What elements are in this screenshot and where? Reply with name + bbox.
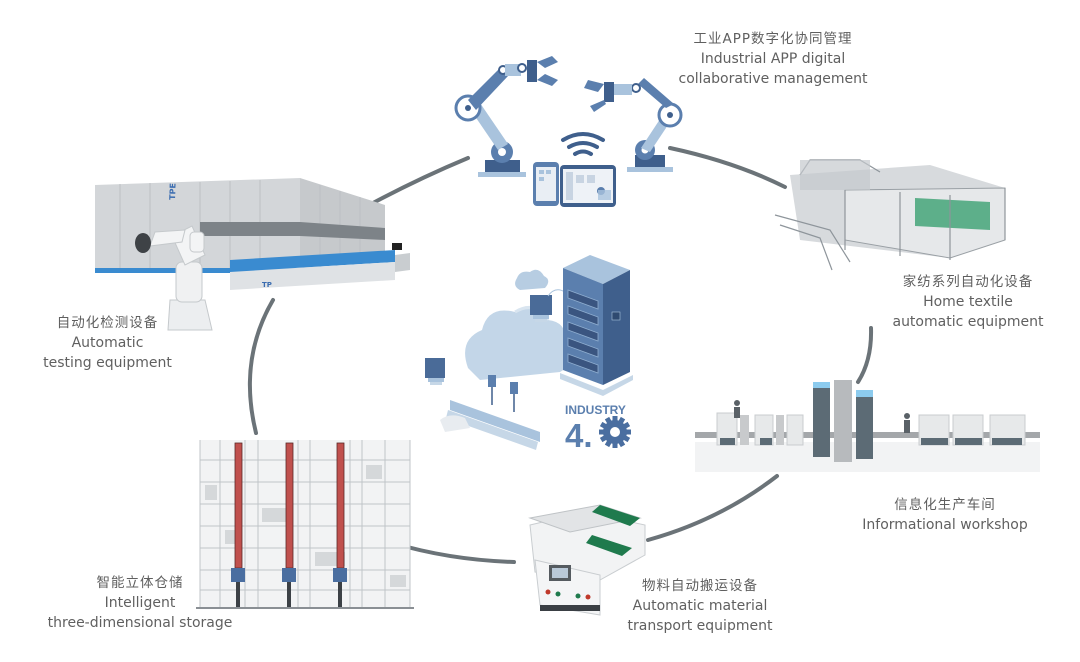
- arc-transport-to-storage: [391, 541, 516, 564]
- node-label-testing: 自动化检测设备 Automatic testing equipment: [25, 313, 190, 373]
- node-label-zh: 物料自动搬运设备: [642, 578, 758, 594]
- node-label-en: Automatic material: [632, 598, 768, 614]
- node-label-en: collaborative management: [678, 71, 868, 87]
- robot-arm-left-icon: [454, 56, 558, 177]
- node-label-en: automatic equipment: [892, 314, 1044, 330]
- arc-storage-to-testing: [247, 298, 275, 435]
- storage-rack-photo: [196, 440, 414, 609]
- node-label-storage: 智能立体仓储 Intelligent three-dimensional sto…: [35, 573, 245, 633]
- node-label-zh: 工业APP数字化协同管理: [693, 31, 853, 47]
- textile-machine-photo: [774, 159, 1006, 271]
- material-transport-machine-photo: [528, 504, 646, 616]
- cloud-icon: [465, 269, 571, 380]
- node-label-zh: 信息化生产车间: [894, 497, 996, 513]
- testing-line-robot-photo: TPE TP: [95, 178, 410, 331]
- node-label-workshop: 信息化生产车间 Informational workshop: [850, 495, 1040, 535]
- node-label-en: testing equipment: [43, 355, 172, 371]
- industry-title: INDUSTRY: [565, 403, 626, 417]
- worker-icon: [734, 400, 910, 433]
- node-label-zh: 家纺系列自动化设备: [902, 274, 1034, 290]
- node-label-app: 工业APP数字化协同管理 Industrial APP digital coll…: [658, 29, 888, 89]
- gear-icon: [599, 416, 631, 448]
- arc-textile-to-workshop: [856, 326, 874, 384]
- node-label-zh: 智能立体仓储: [96, 575, 184, 591]
- wifi-icon: [561, 132, 605, 156]
- node-label-en: transport equipment: [627, 618, 773, 634]
- cube-node-icon: [425, 289, 566, 385]
- node-label-en: Intelligent: [104, 595, 176, 611]
- node-label-en: Automatic: [71, 335, 144, 351]
- node-label-zh: 自动化检测设备: [56, 315, 159, 331]
- node-label-textile: 家纺系列自动化设备 Home textile automatic equipme…: [878, 272, 1058, 332]
- arc-app-to-textile: [668, 146, 787, 189]
- industry-4-illustration: INDUSTRY 4.: [425, 255, 633, 454]
- tablet-phone-icon: [533, 162, 616, 207]
- node-label-en: three-dimensional storage: [47, 615, 233, 631]
- arc-workshop-to-transport: [646, 474, 779, 542]
- node-label-en: Informational workshop: [862, 517, 1028, 533]
- robot-arm-right-icon: [584, 78, 683, 172]
- node-label-en: Home textile: [923, 294, 1013, 310]
- production-line-illustration: [695, 380, 1040, 472]
- industrial-robot-icon: [135, 225, 213, 331]
- industry-version: 4.: [565, 417, 593, 454]
- robot-arms-tablet-illustration: [454, 56, 683, 207]
- node-label-en: Industrial APP digital: [700, 51, 846, 67]
- svg-text:TPE: TPE: [168, 183, 178, 200]
- svg-text:TP: TP: [262, 281, 272, 289]
- server-rack-icon: [560, 255, 633, 396]
- arc-testing-to-app: [371, 156, 470, 205]
- node-label-transport: 物料自动搬运设备 Automatic material transport eq…: [605, 576, 795, 636]
